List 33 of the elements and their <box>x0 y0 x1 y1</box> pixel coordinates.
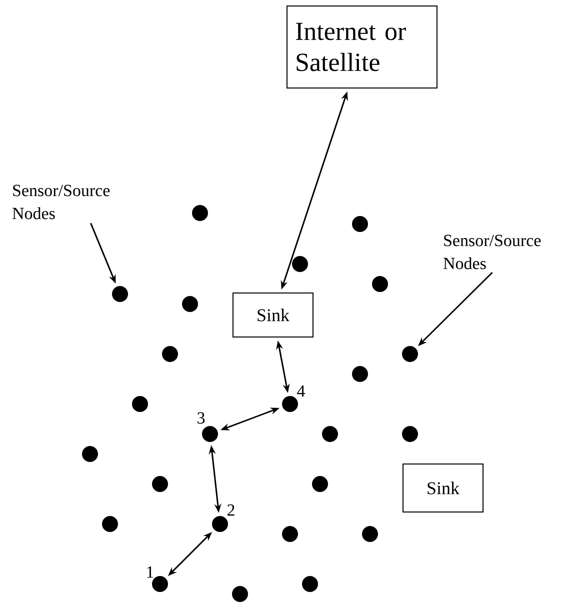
sensor-dot <box>182 296 198 312</box>
sensor-dot <box>312 476 328 492</box>
sensor-dot <box>402 426 418 442</box>
sensor-dot <box>292 256 308 272</box>
sensor-dot <box>302 576 318 592</box>
sensor-dot <box>362 526 378 542</box>
sensor-dot <box>102 516 118 532</box>
sensor-dot <box>372 276 388 292</box>
box: Internet or Satellite <box>286 6 438 88</box>
sensor-dot <box>322 426 338 442</box>
sensor-dot <box>112 286 128 302</box>
node-label: Sensor/Source Nodes <box>444 234 541 270</box>
sensor-dot <box>132 396 148 412</box>
node-number: 2 <box>228 504 234 516</box>
box: Sink <box>402 464 484 512</box>
node-number: 1 <box>147 566 154 578</box>
node-number: 4 <box>297 385 305 397</box>
sensor-dot <box>152 576 168 592</box>
sensor-dot <box>152 476 168 492</box>
sensor-dot <box>232 586 248 602</box>
sensor-dot <box>282 526 298 542</box>
sensor-dot <box>352 366 368 382</box>
sensor-dot <box>352 216 368 232</box>
sensor-dot <box>192 205 208 221</box>
node-label: Sensor/Source Nodes <box>12 184 110 220</box>
sensor-dot <box>162 346 178 362</box>
sensor-dot <box>402 346 418 362</box>
sensor-dot <box>212 516 228 532</box>
sensor-dot <box>282 396 298 412</box>
sensor-dot <box>82 446 98 462</box>
box: Sink <box>232 292 314 338</box>
sensor-dot <box>202 426 218 442</box>
node-number: 3 <box>198 412 205 424</box>
